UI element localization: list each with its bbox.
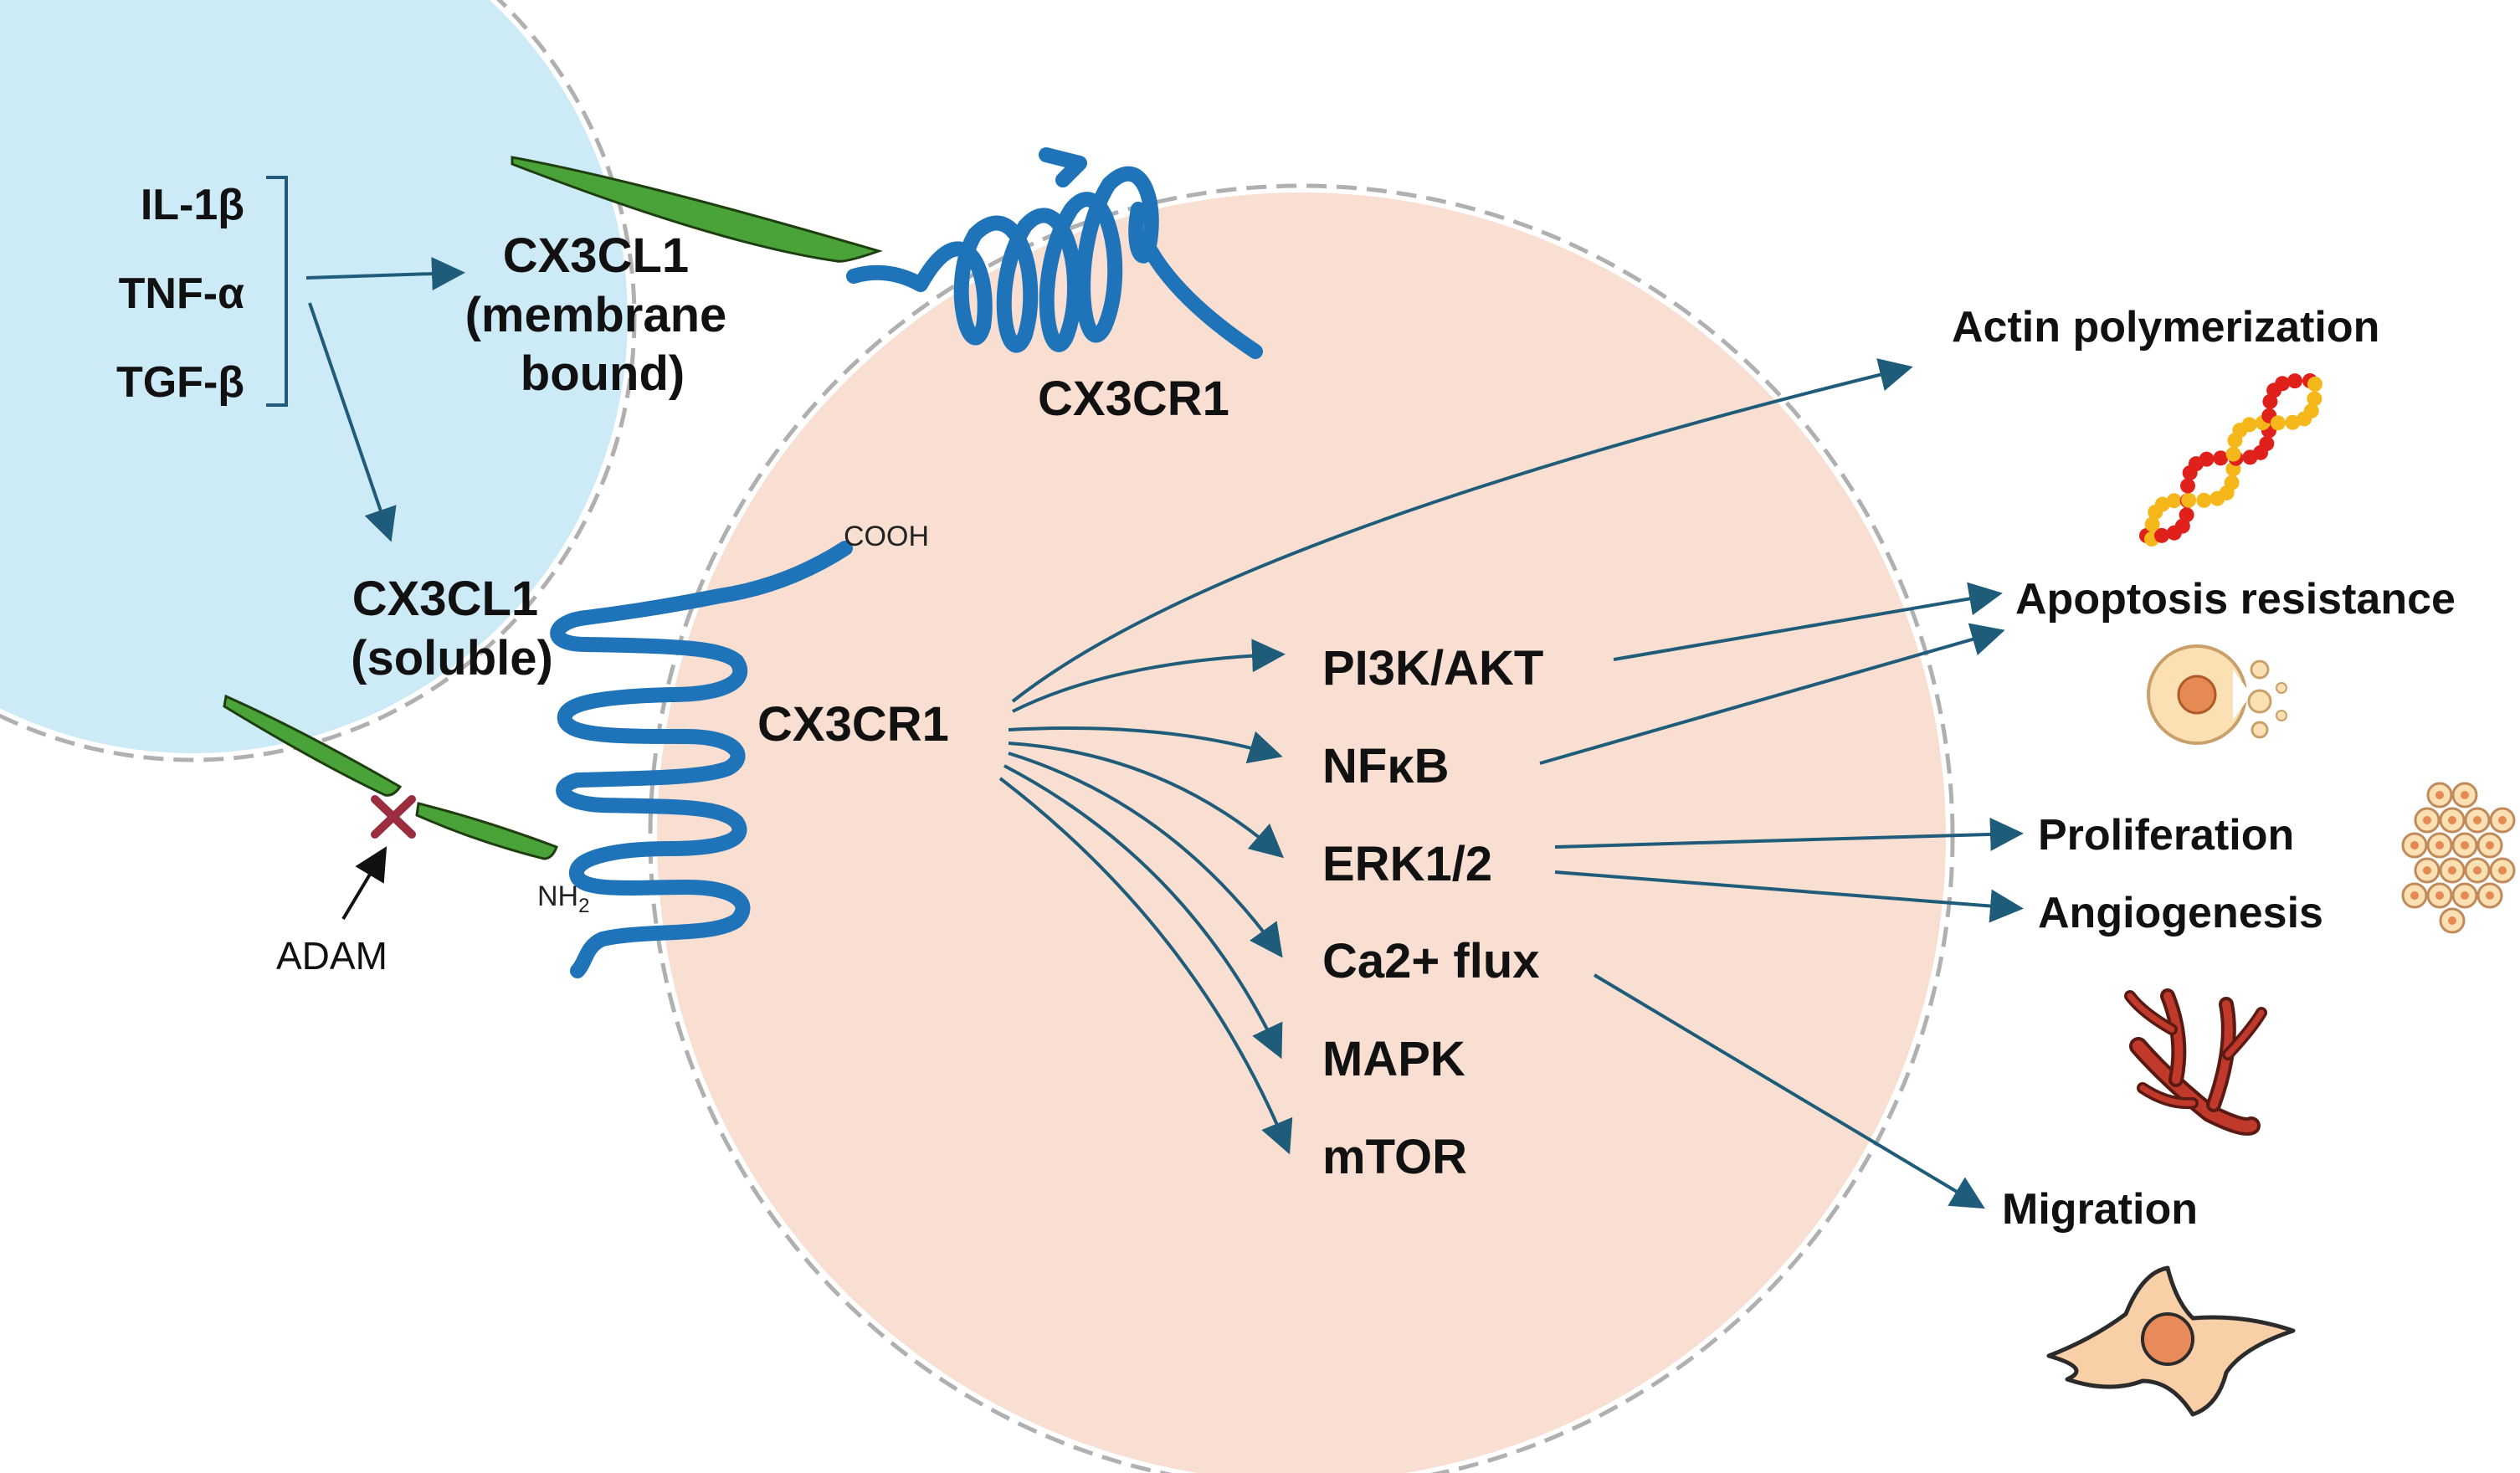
actin-monomer (2166, 493, 2182, 509)
nh2-label: NH2 (537, 880, 589, 917)
pathway-erk: ERK1/2 (1322, 837, 1492, 891)
actin-monomer (2307, 377, 2322, 392)
actin-monomer (2144, 516, 2160, 532)
stimuli-bracket (266, 176, 288, 407)
target-cell (657, 192, 1946, 1473)
cooh-label: COOH (844, 521, 929, 552)
proliferating-cell-nucleus (2461, 841, 2469, 849)
membrane-bound-ligand (511, 156, 883, 263)
actin-monomer (2153, 527, 2169, 543)
proliferating-cell-nucleus (2486, 891, 2494, 900)
proliferating-cell-nucleus (2435, 791, 2444, 799)
arrow-erk-to-angiogenesis (1554, 870, 2024, 923)
actin-monomer (2303, 403, 2319, 418)
pathway-ca-flux: Ca2+ flux (1322, 934, 1540, 988)
arrow-to-nfkb (1008, 726, 1283, 764)
ligand-presenting-cell (0, 0, 628, 753)
adam-label: ADAM (276, 934, 387, 978)
cleavage-x-icon (371, 795, 416, 839)
target-receptor-label: CX3CR1 (757, 697, 949, 752)
proliferating-cell-nucleus (2423, 866, 2431, 875)
proliferating-cell-nucleus (2448, 916, 2456, 925)
membrane-receptor-coil (846, 147, 1263, 359)
apoptotic-cell-icon (2147, 644, 2287, 745)
actin-monomer (2154, 496, 2170, 512)
arrow-to-mtor (998, 777, 1293, 1155)
stimulus-il1b: IL-1β (141, 181, 244, 229)
proliferating-cells-icon (2401, 782, 2516, 934)
arrow-to-mapk (1003, 764, 1283, 1060)
pathway-mtor: mTOR (1322, 1130, 1467, 1184)
actin-monomer (2199, 451, 2215, 467)
actin-monomer (2180, 478, 2196, 494)
actin-helix-icon (2139, 373, 2322, 547)
proliferating-cell-nucleus (2461, 891, 2469, 900)
outcome-actin-polymerization: Actin polymerization (1952, 303, 2379, 352)
outcome-angiogenesis: Angiogenesis (2038, 889, 2323, 937)
actin-monomer (2179, 507, 2194, 523)
arrow-to-pi3k (1012, 639, 1286, 713)
migrating-cell-icon (2046, 1265, 2296, 1417)
pathway-mapk: MAPK (1322, 1032, 1465, 1086)
adam-arrow (341, 846, 387, 921)
actin-monomer (2287, 373, 2303, 389)
actin-monomer (2213, 450, 2229, 466)
proliferating-cell-nucleus (2410, 841, 2419, 849)
proliferating-cell-nucleus (2435, 841, 2444, 849)
actin-monomer (2241, 417, 2257, 433)
proliferating-cell-nucleus (2448, 816, 2456, 824)
pathway-nfkb: NFκB (1322, 739, 1450, 793)
ligand-cell-membrane (0, 0, 637, 762)
arrow-erk-to-proliferation (1554, 817, 2024, 851)
outcome-proliferation: Proliferation (2038, 811, 2294, 860)
membrane-receptor-label: CX3CR1 (1038, 372, 1229, 426)
actin-monomer (2270, 415, 2286, 431)
membrane-ligand-label: CX3CL1 (membrane bound) (465, 228, 741, 401)
arrow-to-membrane-ligand (305, 257, 465, 291)
actin-monomer (2307, 391, 2322, 407)
arrow-ca-to-migration (1593, 973, 1985, 1209)
proliferating-cell-nucleus (2423, 816, 2431, 824)
proliferating-cell-nucleus (2473, 866, 2482, 875)
proliferating-cell-nucleus (2448, 866, 2456, 875)
target-receptor-coil (550, 541, 853, 978)
cleaved-ligand-fragment-1 (223, 694, 403, 797)
proliferating-cell-nucleus (2486, 841, 2494, 849)
arrow-to-erk (1008, 742, 1285, 859)
pathway-pi3k-akt: PI3K/AKT (1322, 641, 1543, 695)
proliferating-cell-nucleus (2461, 791, 2469, 799)
stimulus-tgfb: TGF-β (116, 358, 244, 407)
actin-monomer (2196, 492, 2212, 508)
proliferating-cell-nucleus (2473, 816, 2482, 824)
arrow-to-actin (1011, 358, 1913, 703)
actin-monomer (2181, 492, 2197, 508)
actin-monomer (2275, 376, 2291, 392)
actin-monomer (2224, 475, 2240, 490)
arrow-to-soluble-ligand (308, 302, 397, 542)
stimulus-tnfa: TNF-α (119, 269, 244, 318)
actin-monomer (2259, 436, 2275, 452)
arrow-nfkb-to-apoptosis (1539, 623, 2005, 765)
soluble-ligand-label: CX3CL1 (soluble) (351, 572, 553, 685)
arrow-pi3k-to-apoptosis (1613, 582, 2003, 661)
proliferating-cell-nucleus (2498, 816, 2507, 824)
cleaved-ligand-fragment-2 (415, 802, 558, 860)
actin-monomer (2225, 446, 2241, 462)
proliferating-cell-nucleus (2410, 891, 2419, 900)
actin-monomer (2285, 414, 2301, 430)
blood-vessel-icon (2124, 988, 2267, 1136)
proliferating-cell-nucleus (2435, 891, 2444, 900)
proliferating-cell-nucleus (2498, 866, 2507, 875)
arrow-to-ca-flux (1008, 752, 1283, 958)
outcome-apoptosis-resistance: Apoptosis resistance (2015, 575, 2456, 624)
outcome-migration: Migration (2002, 1185, 2198, 1234)
